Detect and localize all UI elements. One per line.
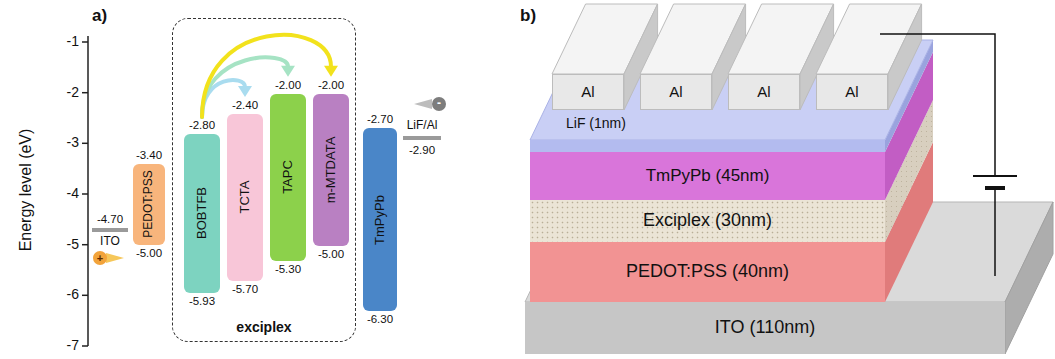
axis-line [87,36,89,346]
lif-al-level [403,136,441,140]
tick-label: -4 [67,186,79,201]
device-layer: ITO (110nm) [525,302,1005,354]
battery-plate [973,175,1017,177]
layer-label: TmPyPb (45nm) [646,167,770,186]
layer-label: PEDOT:PSS (40nm) [626,262,789,282]
energy-value: -2.70 [367,113,393,126]
layer-label: Al [757,84,770,101]
ito-level [92,228,128,232]
bar-fill: m-MTDATA [313,94,349,246]
energy-level-bar: TmPyPb -2.70 -6.30 [363,112,397,327]
bar-fill: TmPyPb [363,128,397,311]
electron-tail [414,99,432,109]
axis-tick [82,193,88,195]
tick-label: -1 [67,34,79,49]
energy-value: -6.30 [367,313,393,326]
electrode-label: ITO [100,235,120,248]
bar-fill: TAPC [270,94,306,261]
arrowhead [281,66,295,77]
bar-fill: TCTA [227,114,263,281]
device-layer: Al [728,74,800,110]
wire [994,188,996,276]
energy-value: -5.70 [232,283,258,296]
energy-level-bar: TCTA -2.40 -5.70 [227,98,263,297]
layer-label: Al [581,84,594,101]
device-layer: PEDOT:PSS (40nm) [530,242,885,302]
tick-label: -2 [67,85,79,100]
layer-label: ITO (110nm) [715,318,815,338]
circuit [880,34,1017,276]
tick-label: -6 [67,288,79,303]
device-layer: Al [816,74,888,110]
group-label: exciplex [236,320,291,335]
bar-fill: PEDOT:PSS [133,164,165,245]
panel-letter: a) [92,7,107,26]
axis-tick [82,143,88,145]
arrowhead [324,66,338,77]
axis-tick [82,41,88,43]
layer-label: LiF (1nm) [566,116,626,131]
axis-tick [82,244,88,246]
charge-symbol: - [437,97,441,110]
tick-label: -5 [67,237,79,252]
energy-level-bar: TAPC -2.00 -5.30 [270,78,306,277]
tick-label: -3 [67,136,79,151]
axis-title: Energy level (eV) [17,129,35,252]
material-name: PEDOT:PSS [142,171,155,238]
tick-label: -7 [67,338,79,353]
energy-level-bar: PEDOT:PSS -3.40 -5.00 [133,148,165,261]
energy-value: -2.90 [409,144,435,157]
material-name: m-MTDATA [324,136,338,203]
bar-fill: BOBTFB [184,134,220,293]
hole-tail [106,253,124,263]
material-name: BOBTFB [195,187,209,239]
device-layer: LiF (1nm) [530,140,885,152]
electron-icon [432,97,446,111]
energy-level-bar: m-MTDATA -2.00 -5.00 [313,78,349,262]
hole-icon [93,251,107,265]
energy-value: -4.70 [97,213,123,226]
wire [880,34,995,176]
device-layer: Al [552,74,624,110]
energy-value: -2.00 [275,79,301,92]
exciplex-group-box: exciplex BOBTFB -2.80 -5.93 TCTA -2.40 -5.70 TA… [172,18,356,342]
energy-axis [82,36,88,346]
panel-letter: b) [520,7,536,26]
device-layer: TmPyPb (45nm) [530,152,885,200]
material-name: TmPyPb [373,195,387,245]
device-layer: Al [640,74,712,110]
energy-value: -3.40 [136,149,162,162]
energy-value: -5.30 [275,263,301,276]
energy-value: -2.40 [232,99,258,112]
al-side-face [888,4,922,110]
al-strips [552,4,922,110]
electrode-label: LiF/Al [407,119,438,132]
energy-value: -2.00 [318,79,344,92]
energy-value: -5.00 [136,247,162,260]
material-name: TAPC [281,160,295,194]
ito-side-face [1005,202,1053,354]
layer-label: Exciplex (30nm) [643,211,772,231]
arrowhead [238,86,252,97]
device-layer: Exciplex (30nm) [530,200,885,242]
energy-value: -5.93 [189,295,215,308]
energy-value: -5.00 [318,248,344,261]
layer-label: Al [669,84,682,101]
energy-value: -2.80 [189,119,215,132]
arrow-line [202,35,331,117]
material-name: TCTA [238,181,252,214]
axis-tick [82,345,88,347]
charge-symbol: + [97,252,103,264]
layer-label: Al [845,84,858,101]
axis-tick [82,92,88,94]
energy-level-bar: BOBTFB -2.80 -5.93 [184,118,220,309]
axis-tick [82,295,88,297]
